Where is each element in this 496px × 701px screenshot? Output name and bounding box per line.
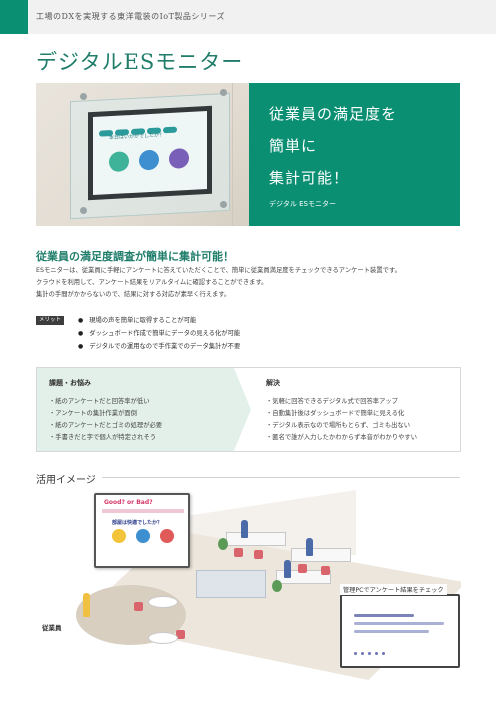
section-description: ESモニターは、従業員に手軽にアンケートに答えていただくことで、簡単に従業員満足… bbox=[36, 265, 466, 301]
page-title: デジタルESモニター bbox=[36, 50, 244, 74]
kiosk-question: 部屋は快適でしたか？ bbox=[112, 520, 163, 526]
merit-item: 現場の声を簡単に取得することが可能 bbox=[78, 314, 240, 327]
usage-title: 活用イメージ bbox=[36, 475, 96, 486]
description-line: 集計の手間がかからないので、結果に対する対応が素早く行えます。 bbox=[36, 291, 231, 298]
kiosk-banner bbox=[102, 509, 184, 513]
solution-item: ・匿名で誰が入力したかわからず本音がわかりやすい bbox=[266, 434, 417, 441]
dashboard-bar bbox=[354, 614, 414, 617]
wall-edge bbox=[232, 83, 233, 226]
dashboard-dots bbox=[354, 640, 389, 659]
series-text: 工場のDXを実現する東洋電装のIoT製品シリーズ bbox=[36, 12, 226, 21]
employee-caption: 従業員 bbox=[42, 624, 62, 632]
issue-item: ・手書きだと字で個人が特定されそう bbox=[49, 434, 157, 441]
office-illustration: Good? or Bad? 部屋は快適でしたか？ 管理PCでアンケート結果をチェ… bbox=[36, 490, 461, 680]
catch-line-2: 簡単に bbox=[269, 137, 318, 155]
face-red-icon[interactable] bbox=[160, 529, 174, 543]
product-name: デジタル ESモニター bbox=[269, 200, 336, 208]
dashboard-bar bbox=[354, 622, 444, 625]
office-chair bbox=[254, 550, 263, 559]
issue-solution-box: 課題・お悩み ・紙のアンケートだと回答率が低い ・アンケートの集計作業が面倒 ・… bbox=[36, 367, 461, 452]
round-table bbox=[148, 632, 178, 644]
face-blue-icon[interactable] bbox=[136, 529, 150, 543]
catch-line-1: 従業員の満足度を bbox=[269, 105, 398, 123]
merit-item: デジタルでの運用なので手作業でのデータ集計が不要 bbox=[78, 340, 240, 353]
issue-item: ・紙のアンケートだと回答率が低い bbox=[49, 398, 150, 405]
issue-label: 課題・お悩み bbox=[49, 378, 91, 387]
header-accent-bar bbox=[0, 0, 28, 34]
face-purple-icon bbox=[169, 147, 189, 170]
worker-figure bbox=[241, 520, 248, 538]
kiosk-title: Good? or Bad? bbox=[104, 499, 153, 506]
office-chair bbox=[134, 602, 143, 611]
office-desk bbox=[226, 532, 286, 546]
mount-bolt-icon bbox=[80, 207, 87, 214]
mount-bolt-icon bbox=[220, 201, 227, 208]
worker-figure bbox=[306, 538, 313, 556]
issue-item: ・アンケートの集計作業が面倒 bbox=[49, 410, 137, 417]
management-caption: 管理PCでアンケート結果をチェック bbox=[340, 584, 447, 595]
usage-divider bbox=[102, 477, 460, 478]
merit-badge: メリット bbox=[36, 316, 64, 325]
merit-item: ダッシュボード作成で簡単にデータの見える化が可能 bbox=[78, 327, 240, 340]
series-header: 工場のDXを実現する東洋電装のIoT製品シリーズ bbox=[0, 0, 496, 34]
office-chair bbox=[298, 564, 307, 573]
management-pc-screen bbox=[340, 594, 460, 668]
merit-list: 現場の声を簡単に取得することが可能 ダッシュボード作成で簡単にデータの見える化が… bbox=[78, 314, 240, 353]
issue-list: ・紙のアンケートだと回答率が低い ・アンケートの集計作業が面倒 ・紙のアンケート… bbox=[49, 396, 162, 444]
product-photo: 本日はいかがでしたか？ bbox=[36, 83, 249, 226]
employee-figure bbox=[83, 593, 90, 617]
catch-line-3: 集計可能！ bbox=[269, 169, 350, 187]
office-chair bbox=[176, 630, 185, 639]
plant-icon bbox=[272, 580, 282, 592]
dashboard-bar bbox=[354, 630, 429, 633]
solution-label: 解決 bbox=[266, 378, 280, 387]
screen-question: 本日はいかがでしたか？ bbox=[109, 132, 165, 142]
description-line: クラウドを利用して、アンケート結果をリアルタイムに確認することができます。 bbox=[36, 279, 268, 286]
storage-cabinet bbox=[196, 570, 266, 598]
round-table bbox=[148, 596, 178, 608]
solution-list: ・気軽に回答できるデジタル式で回答率アップ ・自動集計後はダッシュボードで簡単に… bbox=[266, 396, 417, 444]
mount-bolt-icon bbox=[80, 93, 87, 100]
issue-panel bbox=[37, 368, 251, 451]
survey-kiosk: Good? or Bad? 部屋は快適でしたか？ bbox=[94, 493, 190, 568]
office-chair bbox=[234, 548, 243, 557]
plant-icon bbox=[218, 538, 228, 550]
solution-item: ・気軽に回答できるデジタル式で回答率アップ bbox=[266, 398, 398, 405]
device-screen: 本日はいかがでしたか？ bbox=[88, 105, 212, 201]
worker-figure bbox=[284, 560, 291, 578]
hero-catch-panel: 従業員の満足度を 簡単に 集計可能！ デジタル ESモニター bbox=[249, 83, 460, 226]
face-green-icon bbox=[109, 151, 129, 173]
mount-bolt-icon bbox=[220, 89, 227, 96]
solution-item: ・デジタル表示なので場所もとらず、ゴミも出ない bbox=[266, 422, 411, 429]
solution-item: ・自動集計後はダッシュボードで簡単に見える化 bbox=[266, 410, 405, 417]
issue-item: ・紙のアンケートだとゴミの処理が必要 bbox=[49, 422, 163, 429]
section-heading: 従業員の満足度調査が簡単に集計可能！ bbox=[36, 250, 234, 263]
catch-copy: 従業員の満足度を 簡単に 集計可能！ bbox=[269, 98, 397, 194]
face-yellow-icon[interactable] bbox=[112, 529, 126, 543]
office-desk bbox=[291, 548, 351, 562]
office-chair bbox=[321, 566, 330, 575]
description-line: ESモニターは、従業員に手軽にアンケートに答えていただくことで、簡単に従業員満足… bbox=[36, 267, 401, 274]
face-blue-icon bbox=[139, 149, 159, 171]
